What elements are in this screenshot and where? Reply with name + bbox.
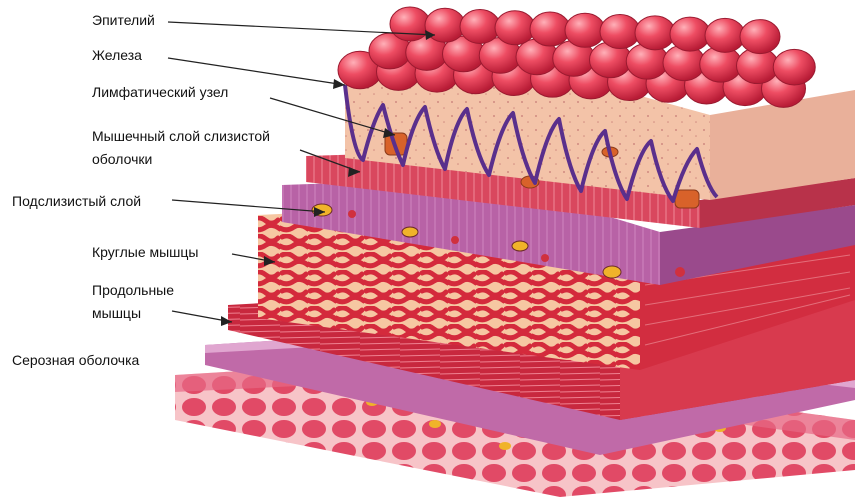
- villus: [635, 16, 675, 50]
- villus: [530, 12, 570, 46]
- label-muscularis-mucosae-2: оболочки: [92, 151, 152, 168]
- label-longitudinal-1: Продольные: [92, 282, 174, 299]
- villus: [670, 17, 710, 51]
- villus: [600, 15, 640, 49]
- villus: [705, 18, 745, 52]
- label-longitudinal-2: мышцы: [92, 305, 141, 322]
- label-gland: Железа: [92, 47, 142, 64]
- leader-gland: [168, 58, 345, 85]
- label-lymph-node: Лимфатический узел: [92, 84, 228, 101]
- villus: [773, 49, 815, 85]
- villus: [565, 13, 605, 47]
- label-submucosa: Подслизистый слой: [12, 193, 141, 210]
- villus: [495, 11, 535, 45]
- label-circular-muscles: Круглые мышцы: [92, 244, 199, 261]
- label-serosa: Серозная оболочка: [12, 352, 139, 369]
- label-muscularis-mucosae-1: Мышечный слой слизистой: [92, 128, 270, 145]
- label-epithelium: Эпителий: [92, 12, 155, 29]
- villus: [460, 10, 500, 44]
- villus: [390, 7, 430, 41]
- villus: [740, 20, 780, 54]
